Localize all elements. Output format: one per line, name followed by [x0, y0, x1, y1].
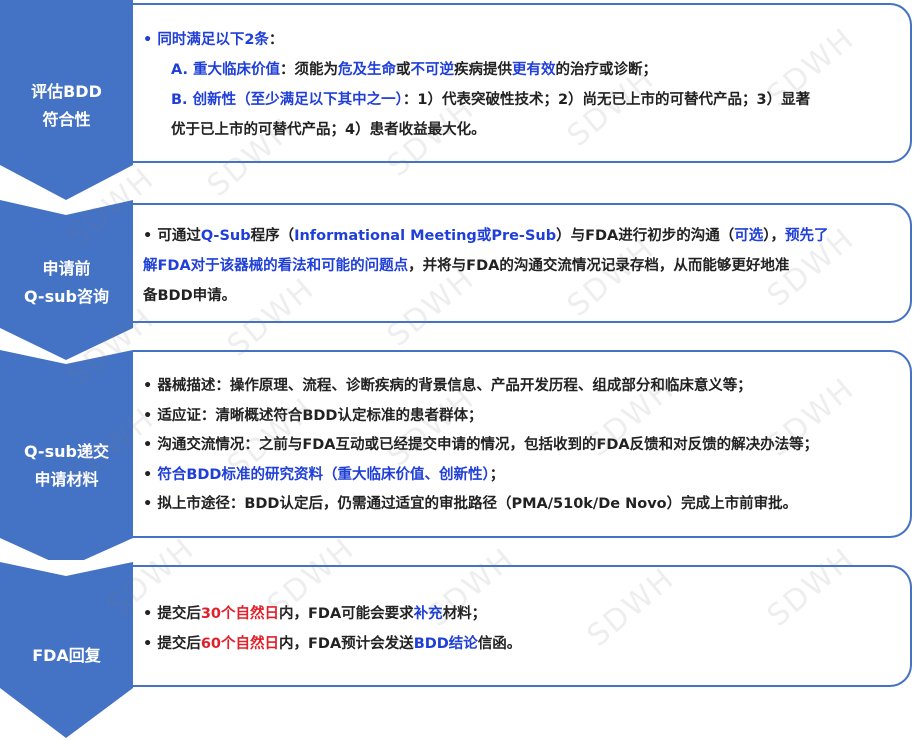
- content-line: A. 重大临床价值：须能为危及生命或不可逆疾病提供更有效的治疗或诊断；: [143, 55, 900, 85]
- content-line: • 符合BDD标准的研究资料（重大临床价值、创新性）；: [143, 461, 900, 491]
- highlight-text: • 同时满足以下2条: [143, 32, 269, 48]
- content-text: 疾病提供: [454, 62, 513, 78]
- highlight-text: 预先了: [785, 228, 829, 244]
- step-chevron: FDA回复: [0, 562, 133, 740]
- content-text: ，并将与FDA的沟通交流情况记录存档，从而能够更好地准: [408, 258, 790, 274]
- highlight-text: 补充: [413, 606, 443, 622]
- highlight-text: 30个自然日: [200, 606, 280, 622]
- content-text: • 器械描述：操作原理、流程、诊断疾病的背景信息、产品开发历程、组成部分和临床意…: [143, 378, 752, 394]
- highlight-text: Informational Meeting或Pre-Sub: [294, 228, 557, 244]
- content-line: 优于已上市的可替代产品；4）患者收益最大化。: [143, 115, 900, 145]
- content-line: • 同时满足以下2条：: [143, 25, 900, 55]
- highlight-text: 危及生命: [338, 62, 397, 78]
- content-text: 内，FDA可能会要求: [279, 606, 414, 622]
- step-label: 申请前 Q-sub咨询: [0, 255, 133, 311]
- content-text: 内，FDA预计会发送: [279, 636, 414, 652]
- content-line: 解FDA对于该器械的看法和可能的问题点，并将与FDA的沟通交流情况记录存档，从而…: [143, 251, 900, 281]
- step-content-box: • 可通过Q-Sub程序（Informational Meeting或Pre-S…: [133, 203, 912, 323]
- step-label-line: 申请材料: [34, 470, 99, 489]
- content-text: 的治疗或诊断；: [555, 62, 658, 78]
- content-text: 信函。: [477, 636, 522, 652]
- highlight-text: BDD结论: [413, 636, 478, 652]
- step-label-line: Q-sub咨询: [24, 287, 109, 306]
- step-content: • 同时满足以下2条： A. 重大临床价值：须能为危及生命或不可逆疾病提供更有效…: [143, 25, 900, 145]
- content-text: • 适应证：清晰概述符合BDD认定标准的患者群体；: [143, 407, 483, 424]
- highlight-text: B. 创新性（至少满足以下其中之一）: [171, 92, 403, 108]
- step-content-box: • 同时满足以下2条： A. 重大临床价值：须能为危及生命或不可逆疾病提供更有效…: [133, 3, 912, 163]
- content-line: • 器械描述：操作原理、流程、诊断疾病的背景信息、产品开发历程、组成部分和临床意…: [143, 372, 900, 402]
- highlight-text: 解FDA对于该器械的看法和可能的问题点: [143, 258, 409, 274]
- content-text: ：: [268, 32, 284, 48]
- highlight-text: 更有效: [512, 62, 556, 78]
- highlight-text: 不可逆: [410, 62, 455, 78]
- content-text: 备BDD申请。: [143, 288, 237, 304]
- step-chevron: 评估BDD 符合性: [0, 0, 133, 200]
- step-content: • 器械描述：操作原理、流程、诊断疾病的背景信息、产品开发历程、组成部分和临床意…: [143, 372, 900, 520]
- highlight-text: 60个自然日: [200, 636, 280, 652]
- step-label-line: 符合性: [42, 110, 91, 129]
- content-line: B. 创新性（至少满足以下其中之一）：1）代表突破性技术；2）尚无已上市的可替代…: [143, 85, 900, 115]
- content-text: ）与FDA进行初步的沟通（: [556, 228, 735, 244]
- step-label: FDA回复: [0, 642, 133, 670]
- content-text: 或: [396, 62, 411, 78]
- content-text: 程序（: [250, 228, 295, 244]
- content-line: • 提交后30个自然日内，FDA可能会要求补充材料；: [143, 599, 900, 629]
- content-text: • 提交后: [143, 636, 201, 652]
- step-label-line: FDA回复: [32, 646, 101, 665]
- content-text: ：须能为: [280, 62, 339, 78]
- step-chevron: Q-sub递交 申请材料: [0, 350, 133, 560]
- content-text: ），: [763, 228, 786, 244]
- step-chevron: 申请前 Q-sub咨询: [0, 200, 133, 360]
- step-bdd-eligibility: • 同时满足以下2条： A. 重大临床价值：须能为危及生命或不可逆疾病提供更有效…: [0, 0, 919, 200]
- content-line: • 沟通交流情况：之前与FDA互动或已经提交申请的情况，包括收到的FDA反馈和对…: [143, 431, 900, 461]
- step-fda-response: • 提交后30个自然日内，FDA可能会要求补充材料； • 提交后60个自然日内，…: [0, 562, 919, 740]
- step-label-line: 评估BDD: [31, 82, 102, 101]
- content-line: • 提交后60个自然日内，FDA预计会发送BDD结论信函。: [143, 629, 900, 659]
- content-text: • 沟通交流情况：之前与FDA互动或已经提交申请的情况，包括收到的FDA反馈和对…: [143, 437, 819, 453]
- step-pre-submission-q-sub: • 可通过Q-Sub程序（Informational Meeting或Pre-S…: [0, 200, 919, 360]
- content-text: ：1）代表突破性技术；2）尚无已上市的可替代产品；3）显著: [402, 92, 811, 108]
- highlight-text: 可选: [734, 228, 764, 244]
- highlight-text: A. 重大临床价值: [171, 62, 281, 78]
- step-content-box: • 器械描述：操作原理、流程、诊断疾病的背景信息、产品开发历程、组成部分和临床意…: [133, 350, 912, 538]
- content-text: ；: [489, 466, 505, 483]
- content-line: • 适应证：清晰概述符合BDD认定标准的患者群体；: [143, 402, 900, 432]
- step-content: • 提交后30个自然日内，FDA可能会要求补充材料； • 提交后60个自然日内，…: [143, 599, 900, 659]
- step-label: 评估BDD 符合性: [0, 78, 133, 134]
- highlight-text: Q-Sub: [200, 228, 251, 244]
- step-label-line: 申请前: [42, 259, 91, 278]
- step-content-box: • 提交后30个自然日内，FDA可能会要求补充材料； • 提交后60个自然日内，…: [133, 565, 912, 687]
- content-text: • 可通过: [143, 228, 201, 244]
- content-line: • 可通过Q-Sub程序（Informational Meeting或Pre-S…: [143, 221, 900, 251]
- content-text: 优于已上市的可替代产品；4）患者收益最大化。: [171, 122, 486, 138]
- content-text: • 提交后: [143, 606, 201, 622]
- step-q-sub-materials: • 器械描述：操作原理、流程、诊断疾病的背景信息、产品开发历程、组成部分和临床意…: [0, 350, 919, 560]
- step-label: Q-sub递交 申请材料: [0, 438, 133, 494]
- step-content: • 可通过Q-Sub程序（Informational Meeting或Pre-S…: [143, 221, 900, 311]
- content-line: 备BDD申请。: [143, 281, 900, 311]
- content-line: • 拟上市途径：BDD认定后，仍需通过适宜的审批路径（PMA/510k/De N…: [143, 490, 900, 520]
- highlight-text: 符合BDD标准的研究资料（重大临床价值、创新性）: [157, 466, 490, 483]
- content-text: • 拟上市途径：BDD认定后，仍需通过适宜的审批路径（PMA/510k/De N…: [143, 496, 798, 512]
- step-label-line: Q-sub递交: [24, 442, 109, 461]
- content-text: •: [143, 466, 158, 483]
- content-text: 材料；: [442, 606, 487, 622]
